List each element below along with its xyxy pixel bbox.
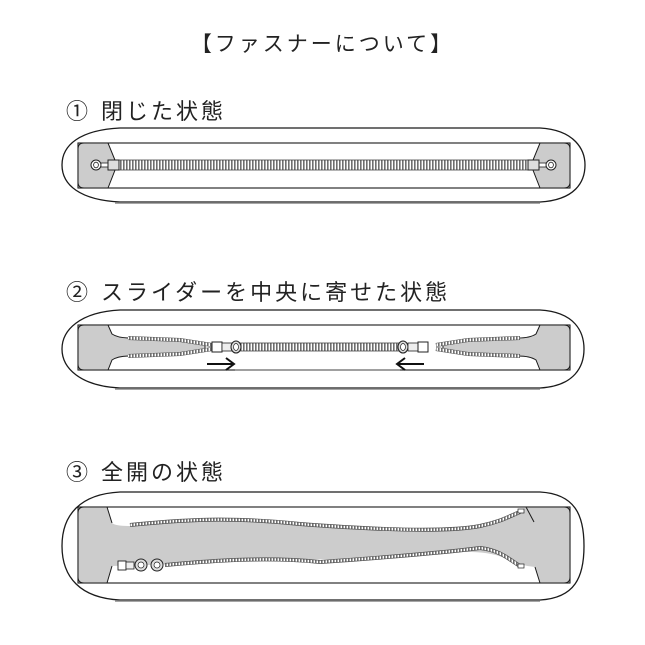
left-end-tab xyxy=(77,506,113,584)
left-slider-icon xyxy=(90,159,120,171)
page-title: 【ファスナーについて】 xyxy=(190,32,455,56)
right-slider-icon xyxy=(397,340,429,354)
right-end-tab xyxy=(527,506,571,584)
arrow-left-icon xyxy=(395,357,424,371)
right-end-tab xyxy=(442,324,571,371)
step-3-label: ③ 全開の状態 xyxy=(66,461,226,486)
left-end-tab xyxy=(77,324,206,371)
zipper-centered-diagram xyxy=(61,309,585,390)
zipper-open-diagram xyxy=(61,491,585,602)
right-slider-icon xyxy=(527,159,557,171)
step-2-label: ② スライダーを中央に寄せた状態 xyxy=(66,281,451,306)
sliders-parked-icon xyxy=(117,558,164,572)
step-1-label: ① 閉じた状態 xyxy=(66,100,226,125)
left-slider-icon xyxy=(211,340,242,354)
arrow-right-icon xyxy=(207,357,236,371)
